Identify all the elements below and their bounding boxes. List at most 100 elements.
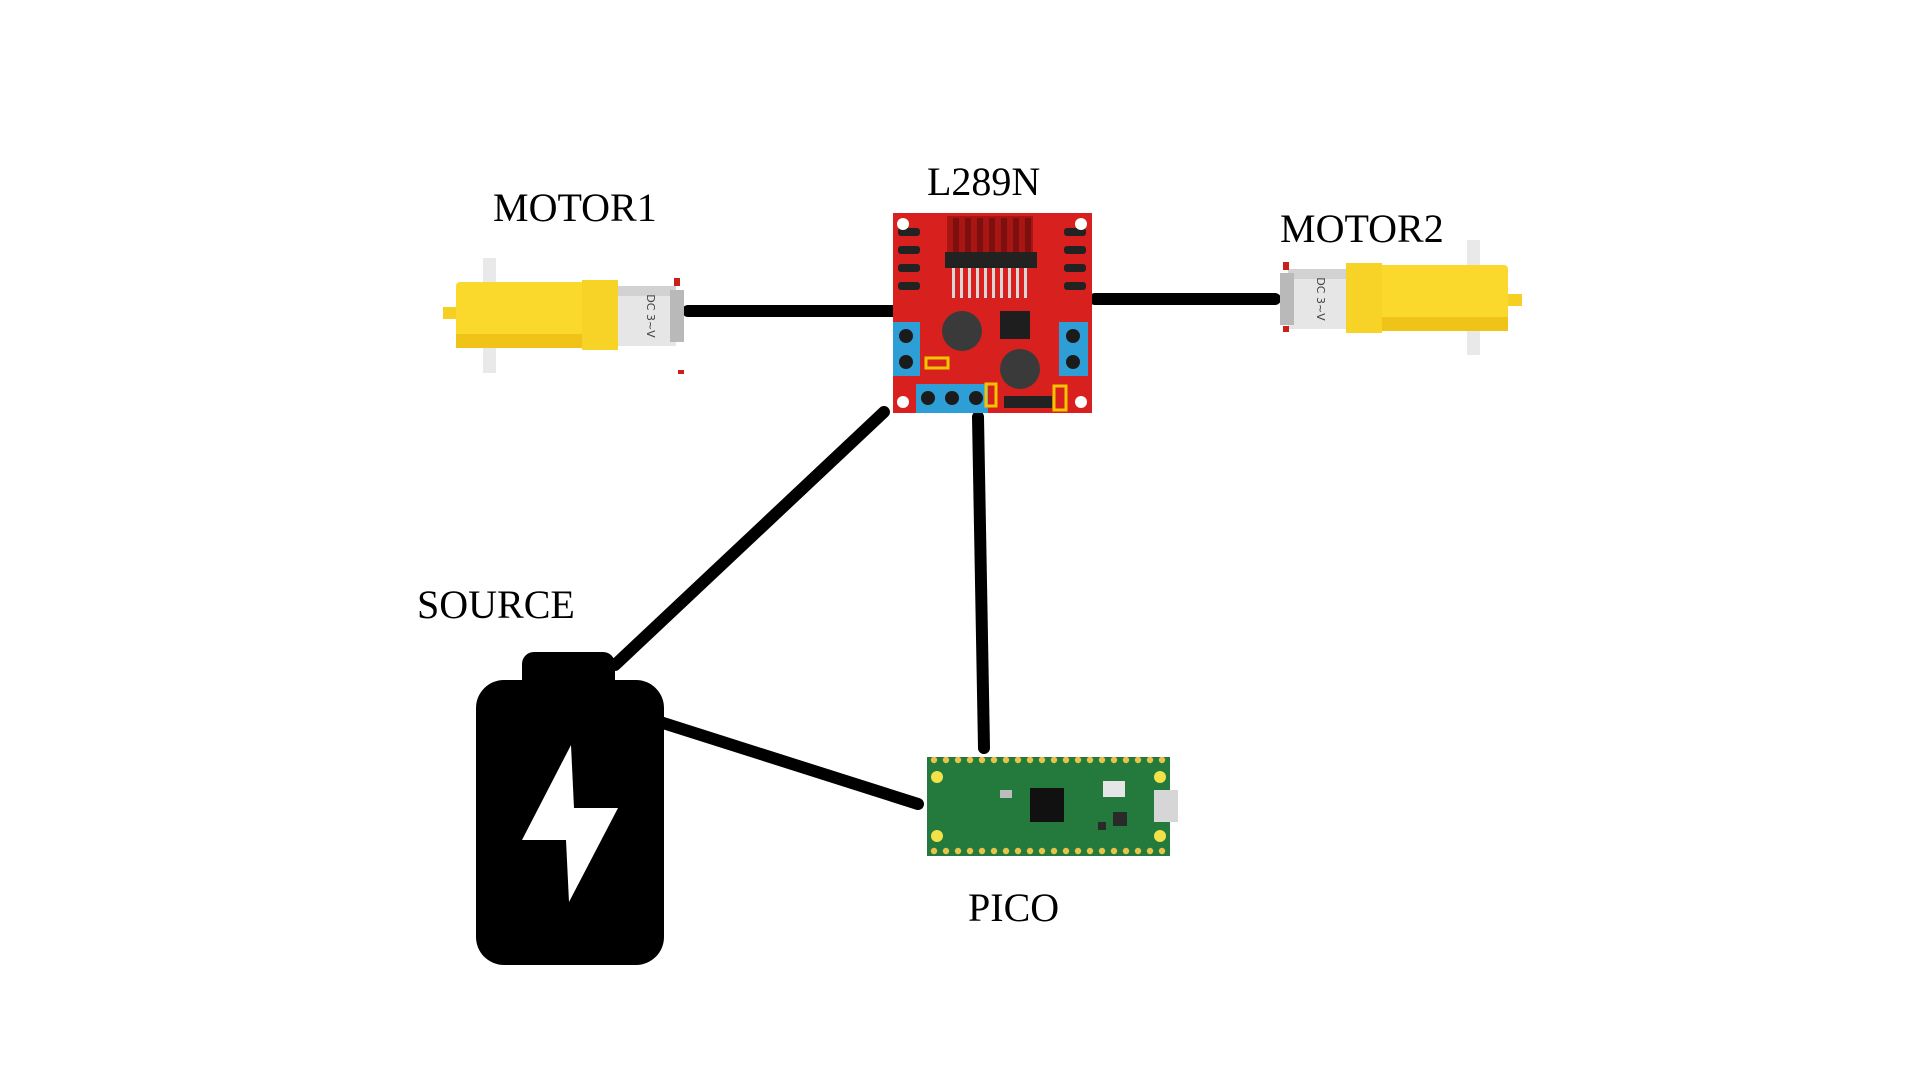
source-label: SOURCE bbox=[417, 582, 575, 627]
terminal-screw bbox=[899, 329, 913, 343]
motor2-endcap bbox=[1280, 273, 1294, 325]
terminal-screw bbox=[1066, 355, 1080, 369]
motor1-gearbox bbox=[456, 282, 616, 348]
motor1-endcap bbox=[670, 290, 684, 342]
driver-capacitor-2 bbox=[1000, 349, 1040, 389]
pico-pin-row-top bbox=[930, 756, 1166, 764]
driver-mount-hole bbox=[897, 396, 909, 408]
motor1-terminal-red bbox=[674, 278, 680, 286]
pico-header-pin bbox=[1038, 847, 1046, 855]
pico-header-pin bbox=[1098, 847, 1106, 855]
motor2-label: MOTOR2 bbox=[1280, 206, 1444, 251]
motor2-terminal-red bbox=[1283, 262, 1289, 270]
pico-header-pin bbox=[1146, 847, 1154, 855]
motor2-terminal-red2 bbox=[1283, 326, 1289, 332]
pico-header-pin bbox=[1002, 847, 1010, 855]
pico-header-pin bbox=[942, 847, 950, 855]
pico-header-pin bbox=[1062, 756, 1070, 764]
motor2-can-shade bbox=[1288, 269, 1346, 279]
pico-header-pin bbox=[1014, 756, 1022, 764]
motor1-terminal-red2 bbox=[678, 370, 684, 374]
motor2: DC 3~V MOTOR2 bbox=[1280, 206, 1522, 355]
motor2-marking: DC 3~V bbox=[1314, 277, 1327, 321]
motor1: DC 3~V MOTOR1 bbox=[443, 185, 684, 374]
driver-header-pins bbox=[1004, 396, 1052, 408]
pico-mount-hole bbox=[931, 830, 943, 842]
pico-header-pin bbox=[1110, 756, 1118, 764]
motor1-marking: DC 3~V bbox=[644, 294, 657, 338]
heatsink-fins bbox=[953, 218, 1031, 258]
pico-header-pin bbox=[1074, 847, 1082, 855]
pico-rp2040-chip bbox=[1030, 788, 1064, 822]
pico-header-pin bbox=[1158, 847, 1166, 855]
pico-header-pin bbox=[978, 847, 986, 855]
pico-mount-hole bbox=[1154, 830, 1166, 842]
pico-label: PICO bbox=[968, 885, 1059, 930]
driver-chip-pins bbox=[952, 268, 1027, 298]
pico-header-pin bbox=[1014, 847, 1022, 855]
pico-header-pin bbox=[1110, 847, 1118, 855]
driver-board: L289N bbox=[893, 159, 1092, 413]
pico-small-ic-2 bbox=[1098, 822, 1106, 830]
pico-header-pin bbox=[1134, 756, 1142, 764]
terminal-screw bbox=[899, 355, 913, 369]
motor1-can-shade bbox=[618, 286, 676, 296]
pico-header-pin bbox=[1026, 756, 1034, 764]
pico-header-pin bbox=[1146, 756, 1154, 764]
driver-mount-hole bbox=[897, 218, 909, 230]
driver-regulator bbox=[1000, 311, 1030, 339]
pico-header-pin bbox=[1158, 756, 1166, 764]
battery-charging-icon bbox=[522, 745, 618, 902]
pico-mount-hole bbox=[931, 771, 943, 783]
wire-driver-source bbox=[609, 406, 890, 671]
pico-boot-button bbox=[1000, 790, 1012, 798]
pico-header-pin bbox=[1122, 847, 1130, 855]
pico-mount-hole bbox=[1154, 771, 1166, 783]
pico-pin-row-bottom bbox=[930, 847, 1166, 855]
motor1-gearbox-shade bbox=[456, 334, 616, 348]
terminal-screw bbox=[945, 391, 959, 405]
motor1-shaft bbox=[443, 307, 458, 319]
pico-header-pin bbox=[930, 756, 938, 764]
terminal-screw bbox=[921, 391, 935, 405]
pico-header-pin bbox=[1074, 756, 1082, 764]
terminal-screw bbox=[969, 391, 983, 405]
pico-header-pin bbox=[1098, 756, 1106, 764]
pico-header-pin bbox=[954, 847, 962, 855]
source-battery: SOURCE bbox=[417, 582, 664, 965]
wire-driver-pico bbox=[972, 411, 990, 754]
motor2-joint bbox=[1346, 263, 1382, 333]
driver-diodes bbox=[898, 228, 1086, 290]
pico-header-pin bbox=[966, 756, 974, 764]
driver-jumper-3 bbox=[1052, 384, 1068, 412]
driver-mount-hole bbox=[1075, 218, 1087, 230]
pico-header-pin bbox=[1002, 756, 1010, 764]
driver-chip bbox=[945, 252, 1037, 268]
wire-source-pico bbox=[654, 716, 924, 810]
wires bbox=[609, 293, 1281, 810]
pico-flash-chip bbox=[1103, 781, 1125, 797]
pico-header-pin bbox=[1134, 847, 1142, 855]
driver-label: L289N bbox=[927, 159, 1040, 204]
driver-mount-hole bbox=[1075, 396, 1087, 408]
pico-header-pin bbox=[1062, 847, 1070, 855]
pico-header-pin bbox=[1050, 756, 1058, 764]
motor1-joint bbox=[582, 280, 618, 350]
driver-capacitor-1 bbox=[942, 311, 982, 351]
motor2-gearbox-shade bbox=[1348, 317, 1508, 331]
pico-header-pin bbox=[1026, 847, 1034, 855]
pico-header-pin bbox=[1122, 756, 1130, 764]
pico-header-pin bbox=[1050, 847, 1058, 855]
pico-header-pin bbox=[990, 847, 998, 855]
pico-header-pin bbox=[1086, 847, 1094, 855]
pico-header-pin bbox=[966, 847, 974, 855]
motor1-label: MOTOR1 bbox=[493, 185, 657, 230]
pico-small-ic bbox=[1113, 812, 1127, 826]
driver-jumper-1 bbox=[924, 356, 950, 370]
pico-usb-port bbox=[1154, 790, 1178, 822]
pico-header-pin bbox=[930, 847, 938, 855]
pico-header-pin bbox=[1086, 756, 1094, 764]
driver-jumper-2 bbox=[984, 382, 998, 408]
pico-header-pin bbox=[942, 756, 950, 764]
